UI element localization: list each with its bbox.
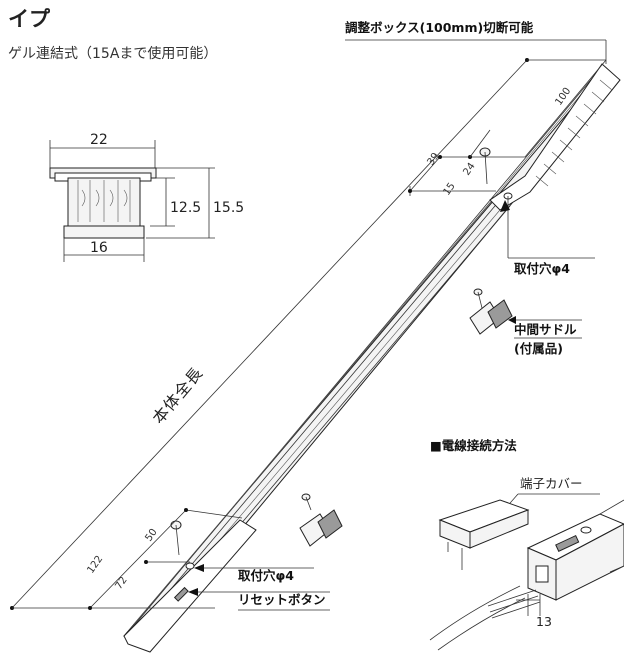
strip-length-label: 13: [536, 614, 552, 629]
terminal-cover-label: 端子カバー: [520, 476, 583, 491]
saddle-note: (付属品): [514, 341, 563, 356]
terminal-port: [535, 565, 549, 583]
dim-width-bottom: 16: [90, 240, 108, 256]
reset-button: [173, 586, 189, 602]
saddle-part: 中間サドル (付属品): [469, 288, 582, 356]
callout-reset: リセットボタン: [188, 588, 330, 611]
body-length-label: 本体全長: [149, 363, 207, 427]
dim-width-top: 22: [90, 132, 108, 148]
cable: [429, 585, 541, 651]
saddle-loose: [299, 493, 343, 547]
svg-text:72: 72: [113, 575, 129, 592]
mount-hole-top-label: 取付穴φ4: [514, 261, 570, 276]
callout-mount-hole-top: 取付穴φ4: [500, 200, 595, 276]
reset-button-label: リセットボタン: [238, 592, 326, 607]
section-base: [63, 225, 145, 239]
svg-text:50: 50: [143, 527, 159, 544]
svg-text:122: 122: [85, 554, 105, 576]
adjust-box: [489, 63, 621, 211]
dim-height-inner: 12.5: [170, 200, 201, 216]
saddle-label: 中間サドル: [514, 322, 577, 337]
callout-adjust-box: 調整ボックス(100mm)切断可能: [345, 20, 607, 64]
rail-body: [123, 63, 621, 653]
wiring-inset: ■電線接続方法 端子カバー 13: [429, 438, 624, 651]
svg-text:15: 15: [441, 181, 457, 198]
end-cap: [123, 519, 257, 653]
svg-text:24: 24: [461, 161, 477, 178]
adjust-box-label: 調整ボックス(100mm)切断可能: [345, 20, 534, 35]
dim-height-outer: 15.5: [213, 200, 244, 216]
terminal-slot: [555, 534, 580, 552]
callout-mount-hole-bottom: 取付穴φ4: [194, 564, 314, 583]
wiring-title: ■電線接続方法: [430, 438, 517, 453]
page-title: イプ: [8, 7, 51, 31]
cross-section-view: 22 16 12.5 15.5: [49, 132, 244, 262]
page-subtitle: ゲル連結式（15Aまで使用可能）: [8, 45, 217, 62]
mount-hole-bottom-label: 取付穴φ4: [238, 568, 294, 583]
